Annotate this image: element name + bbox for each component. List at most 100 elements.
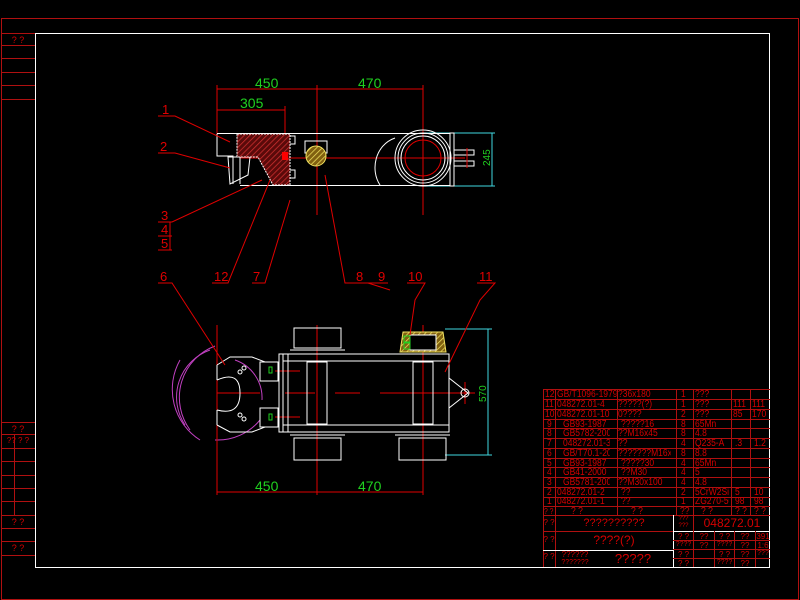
title-design-label: ? ? [543,518,555,527]
title-grid-label-8: ? ? [718,550,731,559]
title-weight-label: ?? [740,532,750,541]
title-grid-label-6: ???? [716,541,733,548]
hatched-section [236,133,291,186]
parts-row: 12 GB/T1096-1979 ?36x180 1 ??? [543,390,770,400]
balloon-12: 12 [214,269,228,284]
dim-top-305: 305 [240,95,264,111]
leader-lines [158,115,497,373]
parts-header-qty: ?? [680,507,690,517]
parts-code: 048272.01-4 [557,400,605,410]
parts-code: 048272.01-3 [563,439,610,449]
parts-code: GB/T70.1-2000 [563,449,610,459]
title-drawing-label: ??? ??? [678,516,689,529]
title-grid-label-4: ???? [675,541,692,548]
parts-qty: 2 [681,410,686,420]
parts-qty: 8 [681,429,686,439]
parts-qty: 1 [681,497,686,507]
title-sheet-label: ?? [740,550,750,559]
parts-no: 5 [547,459,552,469]
title-grid-label-1: ? ? [677,532,690,541]
parts-no: 6 [547,449,552,459]
parts-row: 4 GB41-2000 ??M30 4 5 [543,468,770,478]
parts-no: 9 [547,420,552,430]
title-grid-label-7: ? ? [677,550,690,559]
parts-w1: 85 [733,410,743,420]
side-strip-bottom-label-1: ? ? [11,424,25,434]
title-sheet-value: ??? [757,550,769,557]
parts-row: 8 GB5782-2000 ??M16x45 8 4.8 [543,429,770,439]
parts-row: 5 GB93-1987 ?????30 4 65Mn [543,459,770,469]
parts-w1: 5 [735,488,740,498]
parts-material: 65Mn [695,459,717,469]
parts-header-code: ? ? [571,507,583,517]
parts-code: GB5781-2000 [563,478,610,488]
parts-material: 4.8 [695,478,707,488]
parts-row: 3 GB5781-2000 ??M30x100 4 4.8 [543,478,770,488]
parts-qty: 1 [681,400,686,410]
side-strip-top [1,33,35,100]
parts-material: ??? [695,410,710,420]
parts-w2: 111 [752,400,765,410]
bottom-view: 450 470 570 [171,325,492,495]
balloon-1: 1 [162,102,169,117]
parts-qty: 4 [681,439,686,449]
parts-w2: 10 [754,488,764,498]
pin-section [305,145,327,167]
balloon-4: 4 [161,222,168,237]
title-grid-label-3: ? ? [718,532,731,541]
parts-qty: 1 [681,390,686,400]
parts-qty: 8 [681,420,686,430]
parts-no: 7 [547,439,552,449]
parts-w1: .3 [735,439,743,449]
parts-row: 9 GB93-1987 ?????16 8 65Mn [543,420,770,430]
title-grid-label-5: ?? [699,541,709,550]
parts-material: 4.8 [695,429,707,439]
side-strip-bottom-label-2: ?? ? ? [6,436,30,445]
parts-name: ?????30 [621,459,655,469]
parts-w2: 170 [752,410,767,420]
parts-name: ???????M16x100 [618,449,671,459]
title-part-name: ????(?) [593,533,635,547]
parts-no: 8 [547,429,552,439]
balloon-3: 3 [161,208,168,223]
parts-code: GB41-2000 [563,468,607,478]
parts-code: 048272.01-10 [557,410,610,420]
parts-material: Q235-A [695,439,725,449]
parts-material: ??? [695,390,710,400]
parts-material: 5CrW2Si [695,488,729,498]
title-school-sub: ??????? [561,559,589,566]
parts-name: ?????16 [621,420,655,430]
dim-bottom-470: 470 [358,478,382,494]
parts-list: 12 GB/T1096-1979 ?36x180 1 ??? 11 048272… [543,389,770,517]
title-check-label: ? ? [543,535,555,544]
title-scale-value: 1:6 [757,541,769,550]
parts-row: 10 048272.01-10 0???? 2 ??? 85 170 [543,410,770,420]
title-grid-label-2: ?? [699,532,709,541]
parts-w2: 1.2 [754,439,766,449]
parts-list-grid [543,389,770,567]
parts-name: ?????(?) [618,400,653,410]
side-strip-bottom-label-4: ? ? [11,543,25,553]
parts-no: 11 [545,400,554,410]
parts-qty: 8 [681,449,686,459]
side-strip-bottom-label-3: ? ? [11,517,25,527]
balloon-5: 5 [161,236,168,251]
parts-w1: 111 [733,400,746,410]
balloon-8: 8 [356,269,363,284]
dim-bottom-450: 450 [255,478,279,494]
parts-row: 1 048272.01-1 ?? 1 ZG270-500 98 98 [543,497,770,507]
parts-material: ZG270-500 [695,497,729,507]
parts-code: GB5782-2000 [563,429,610,439]
balloon-2: 2 [160,139,167,154]
parts-name: ?? [621,497,631,507]
parts-header-row: ? ? ? ? ? ? ?? ? ? ? ? ? ? [543,507,770,517]
parts-header-material: ? ? [701,507,713,517]
parts-qty: 2 [681,488,686,498]
title-drawing-number: 048272.01 [703,516,761,530]
balloon-6: 6 [160,269,167,284]
parts-header-no: ? ? [544,507,554,516]
balloon-9: 9 [378,269,385,284]
parts-name: ??M30x100 [618,478,663,488]
title-company: ?????????? [583,517,645,529]
parts-w2: 98 [754,497,764,507]
